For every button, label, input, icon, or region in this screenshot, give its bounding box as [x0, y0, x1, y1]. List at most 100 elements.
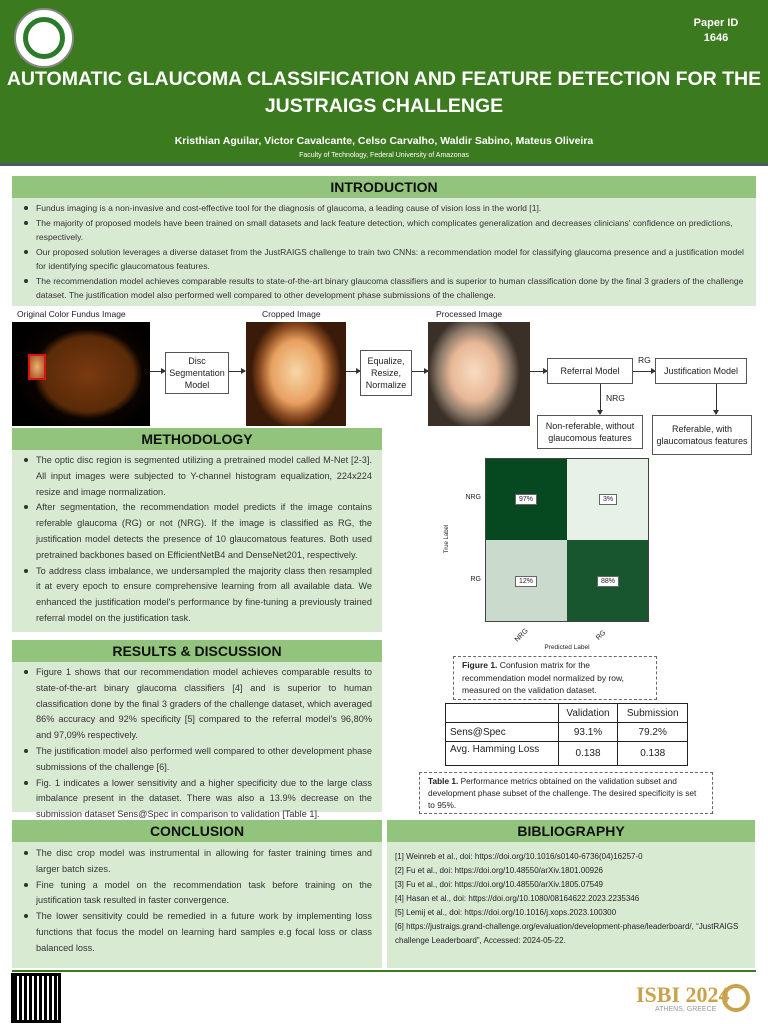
cell: 0.138 [557, 741, 619, 766]
results-section: RESULTS & DISCUSSION Figure 1 shows that… [12, 640, 382, 819]
reference-item: [5] Lemij et al., doi: https://doi.org/1… [395, 908, 617, 917]
arrow [713, 384, 719, 415]
bullet-item: The justification model also performed w… [22, 744, 372, 776]
isbi-logo: ISBI 2024 [636, 982, 730, 1007]
referral-model-box: Referral Model [547, 358, 633, 384]
confusion-matrix: 97% 3% 12% 88% NRG RG NRG RG Predicted Label True… [430, 450, 660, 651]
bullet-item: Fig. 1 indicates a lower sensitivity and… [22, 776, 372, 823]
cell: 93.1% [557, 722, 619, 742]
non-referable-box: Non-referable, without glaucomous featur… [537, 415, 643, 449]
cell-value-label: 97% [514, 493, 537, 505]
paper-id-value: 1646 [703, 32, 729, 44]
equalize-box: Equalize, Resize, Normalize [360, 350, 412, 396]
title-line: AUTOMATIC GLAUCOMA CLASSIFICATION AND FE… [6, 68, 762, 90]
nrg-label: NRG [606, 393, 625, 403]
poster-title: AUTOMATIC GLAUCOMA CLASSIFICATION AND FE… [0, 66, 768, 120]
conclusion-section: CONCLUSION The disc crop model was instr… [12, 820, 382, 968]
matrix-cell: 97% [485, 458, 567, 540]
header-cell: Validation [557, 703, 619, 723]
header-cell: Submission [617, 703, 688, 723]
matrix-frame [485, 458, 649, 622]
y-axis-label: True Label [444, 524, 450, 554]
rg-label: RG [638, 355, 651, 365]
y-tick-label: NRG [465, 494, 481, 501]
row-label: Avg. Hamming Loss [445, 741, 559, 766]
cropped-disc-image [246, 322, 346, 426]
arrow [412, 368, 429, 374]
arrow [229, 368, 246, 374]
figure-caption: Figure 1. Confusion matrix for the recom… [453, 656, 657, 700]
introduction-section: INTRODUCTION Fundus imaging is a non-inv… [12, 176, 756, 306]
isbi-emblem [722, 984, 750, 1012]
disc-segmentation-box: Disc Segmentation Model [165, 352, 229, 394]
arrow [597, 384, 603, 415]
header-cell [445, 703, 559, 723]
authors: Kristhian Aguilar, Victor Cavalcante, Ce… [174, 135, 594, 147]
isbi-location: ATHENS, GREECE [655, 1006, 717, 1013]
bullet-item: The disc crop model was instrumental in … [22, 846, 372, 878]
bullet-item: Fine tuning a model on the recommendatio… [22, 878, 372, 910]
bullet-item: The majority of proposed models have bee… [22, 216, 746, 245]
cell-value-label: 12% [514, 575, 537, 587]
bullet-item: The lower sensitivity could be remedied … [22, 909, 372, 956]
matrix-cell: 88% [567, 540, 649, 622]
x-tick-label: RG [595, 629, 608, 642]
section-title: CONCLUSION [12, 820, 382, 842]
bullet-item: To address class imbalance, we undersamp… [22, 564, 372, 627]
reference-item: [4] Hasan et al., doi: https://doi.org/1… [395, 894, 640, 903]
caption-text: Confusion matrix for the recommendation … [462, 660, 625, 695]
arrow [150, 368, 166, 374]
methodology-section: METHODOLOGY The optic disc region is seg… [12, 428, 382, 632]
section-title: RESULTS & DISCUSSION [12, 640, 382, 662]
reference-item: [6] https://justraigs.grand-challenge.or… [395, 922, 739, 945]
reference-item: [3] Fu et al., doi: https://doi.org/10.4… [395, 880, 603, 889]
bullet-item: The optic disc region is segmented utili… [22, 453, 372, 500]
matrix-cell: 12% [485, 540, 567, 622]
bibliography-section: BIBLIOGRAPHY [1] Weinreb et al., doi: ht… [387, 820, 755, 968]
row-label: Sens@Spec [445, 722, 559, 742]
paper-id: Paper ID 1646 [686, 16, 746, 46]
bullet-item: Fundus imaging is a non-invasive and cos… [22, 201, 746, 216]
processed-disc-image [428, 322, 530, 426]
affiliation: Faculty of Technology, Federal Universit… [299, 152, 469, 159]
matrix-cell: 3% [567, 458, 649, 540]
university-logo [14, 8, 74, 68]
cropped-image-label: Cropped Image [262, 309, 321, 319]
caption-text: Performance metrics obtained on the vali… [428, 776, 697, 810]
bullet-item: Figure 1 shows that our recommendation m… [22, 665, 372, 744]
cell: 79.2% [617, 722, 688, 742]
paper-id-label: Paper ID [693, 17, 739, 29]
poster-header: Paper ID 1646 AUTOMATIC GLAUCOMA CLASSIFI… [0, 0, 768, 166]
section-title: INTRODUCTION [12, 176, 756, 198]
referable-box: Referable, with glaucomatous features [652, 415, 752, 455]
table-caption: Table 1. Performance metrics obtained on… [419, 772, 713, 814]
original-fundus-image [12, 322, 150, 426]
processed-image-label: Processed Image [436, 309, 503, 319]
arrow [633, 368, 656, 374]
justification-model-box: Justification Model [655, 358, 747, 384]
section-title: BIBLIOGRAPHY [387, 820, 755, 842]
bullet-item: After segmentation, the recommendation m… [22, 500, 372, 563]
cell: 0.138 [617, 741, 688, 766]
section-title: METHODOLOGY [12, 428, 382, 450]
arrow [346, 368, 361, 374]
x-tick-label: NRG [513, 627, 530, 644]
cell-value-label: 88% [596, 575, 619, 587]
x-axis-label: Predicted Label [544, 644, 590, 651]
bullet-item: The recommendation model achieves compar… [22, 274, 746, 303]
reference-item: [1] Weinreb et al., doi: https://doi.org… [395, 852, 643, 861]
reference-item: [2] Fu et al., doi: https://doi.org/10.4… [395, 866, 603, 875]
arrow [530, 368, 548, 374]
bullet-item: Our proposed solution leverages a divers… [22, 245, 746, 274]
qr-code[interactable] [11, 973, 61, 1023]
footer-divider [12, 970, 756, 972]
caption-label: Table 1. [428, 776, 459, 786]
original-image-label: Original Color Fundus Image [17, 309, 126, 319]
y-tick-label: RG [470, 576, 482, 583]
caption-label: Figure 1. [462, 660, 498, 670]
cell-value-label: 3% [598, 493, 618, 505]
